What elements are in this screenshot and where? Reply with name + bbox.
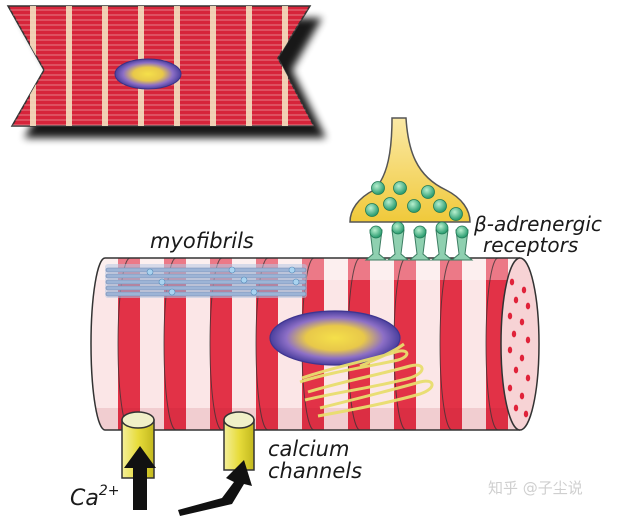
myofibril-crossbridge [158, 278, 166, 286]
bound-ligand-icon [391, 221, 405, 235]
muscle-fiber-cylinder [90, 257, 540, 431]
myofibril-crossbridge [146, 268, 154, 276]
myofibril-crossbridge [292, 278, 300, 286]
vesicle-icon [393, 181, 407, 195]
beta-receptors-label-line1: β-adrenergic [473, 212, 602, 236]
fiber-cross-dot [523, 410, 529, 418]
calcium-channel-icon [223, 411, 255, 429]
fiber-cross-dot [519, 318, 525, 326]
myofibril-bundle [105, 264, 307, 298]
cell-z-band [174, 6, 180, 126]
fiber-cross-dot [525, 336, 531, 344]
myofibril-tube [105, 291, 307, 297]
bound-ligand-icon [413, 225, 427, 239]
fiber-cross-dot [513, 404, 519, 412]
cell-z-band [66, 6, 72, 126]
beta-adrenergic-receptors [364, 221, 474, 261]
myofibril-crossbridge [240, 276, 248, 284]
fiber-red-band [486, 258, 508, 430]
fiber-cross-dot [513, 296, 519, 304]
calcium-ion-label: Ca2+ [70, 483, 119, 511]
fiber-cross-dot [513, 366, 519, 374]
fiber-cross-dot [525, 302, 531, 310]
fiber-cross-dot [507, 346, 513, 354]
calcium-channel-right [223, 411, 255, 471]
fiber-cross-dot [507, 384, 513, 392]
cardiomyocyte-cell [6, 5, 326, 138]
influx-arrow-icon [124, 446, 252, 516]
fiber-ring [485, 258, 499, 430]
calcium-ion-symbol: Ca [70, 486, 99, 511]
cell-z-band [210, 6, 216, 126]
calcium-channels-label-line2: channels [268, 459, 362, 483]
calcium-channel-icon [121, 411, 155, 429]
bound-ligand-icon [435, 221, 449, 235]
myofibrils-label: myofibrils [150, 229, 254, 253]
myofibril-tube [105, 273, 307, 279]
cell-nucleus-icon [114, 58, 182, 90]
bound-ligand-icon [369, 225, 383, 239]
cell-z-band [102, 6, 108, 126]
fiber-cross-dot [521, 286, 527, 294]
fiber-red-band [164, 258, 186, 430]
fiber-cross-dot [519, 392, 525, 400]
fiber-cross-dot [507, 312, 513, 320]
calcium-channels-label-line1: calcium [268, 437, 349, 461]
nucleus-icon [269, 310, 401, 366]
watermark: 知乎 @子尘说 [488, 479, 583, 497]
myofibril-tube [105, 285, 307, 291]
fiber-red-band [256, 258, 278, 430]
myofibril-crossbridge [250, 288, 258, 296]
fiber-cross-dot [519, 354, 525, 362]
bound-ligand-icon [455, 225, 469, 239]
vesicle-icon [449, 207, 463, 221]
myofibril-tube [105, 267, 307, 273]
fiber-cross-dot [509, 278, 515, 286]
myofibril-crossbridge [228, 266, 236, 274]
fiber-cross-dot [525, 374, 531, 382]
calcium-ion-charge: 2+ [99, 483, 120, 499]
fiber-cross-dot [511, 330, 517, 338]
nerve-terminal-icon [349, 117, 471, 223]
vesicle-icon [383, 197, 397, 211]
myofibril-tube [105, 279, 307, 285]
beta-receptors-label-line2: receptors [483, 233, 578, 257]
vesicle-icon [407, 199, 421, 213]
vesicle-icon [433, 199, 447, 213]
vesicle-icon [421, 185, 435, 199]
fiber-cross-section [500, 257, 540, 431]
myofibril-crossbridge [288, 266, 296, 274]
fiber-red-band [440, 258, 462, 430]
vesicle-icon [365, 203, 379, 217]
cell-z-band [30, 6, 36, 126]
sarcoplasmic-reticulum-icon [299, 342, 434, 418]
receptor-icon [430, 229, 454, 261]
vesicle-icon [371, 181, 385, 195]
fiber-red-band [210, 258, 232, 430]
receptor-icon [386, 229, 410, 261]
cell-z-band [246, 6, 252, 126]
myofibril-crossbridge [168, 288, 176, 296]
fiber-ring [439, 258, 453, 430]
fiber-red-band [118, 258, 140, 430]
